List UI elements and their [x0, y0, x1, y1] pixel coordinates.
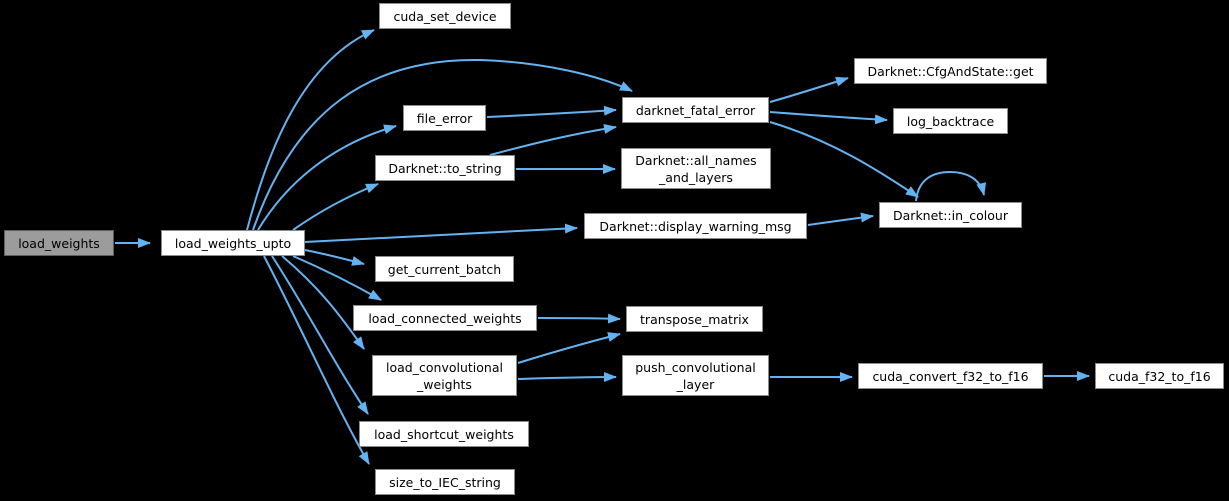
node-all-names-and-layers[interactable]: Darknet::all_names _and_layers — [621, 148, 771, 189]
edge-convolutional-to-transpose-matrix — [517, 332, 621, 364]
node-transpose-matrix[interactable]: transpose_matrix — [626, 306, 763, 332]
node-size-to-iec-string[interactable]: size_to_IEC_string — [375, 469, 515, 495]
edge-upto-to-to-string — [292, 183, 379, 231]
node-darknet-to-string[interactable]: Darknet::to_string — [375, 155, 515, 181]
edge-to-string-to-darknet-fatal-error — [489, 123, 617, 156]
edge-upto-to-display-warning-msg — [304, 223, 578, 243]
edge-upto-to-get-current-batch — [304, 249, 365, 266]
node-get-current-batch[interactable]: get_current_batch — [375, 256, 514, 282]
edge-connected-to-transpose-matrix — [537, 313, 621, 324]
node-display-warning-msg[interactable]: Darknet::display_warning_msg — [584, 213, 807, 239]
edge-upto-to-size-to-iec-string — [263, 255, 370, 465]
node-in-colour[interactable]: Darknet::in_colour — [879, 202, 1022, 228]
edge-upto-to-file-error — [257, 124, 397, 231]
edge-file-error-to-darknet-fatal-error — [486, 105, 617, 118]
node-load-connected-weights[interactable]: load_connected_weights — [353, 305, 537, 331]
node-file-error[interactable]: file_error — [403, 105, 486, 131]
node-cuda-convert-f32-to-f16[interactable]: cuda_convert_f32_to_f16 — [858, 363, 1043, 389]
edge-upto-to-cuda-set-device — [246, 29, 375, 231]
node-load-weights-upto[interactable]: load_weights_upto — [161, 230, 305, 256]
node-cfgandstate-get[interactable]: Darknet::CfgAndState::get — [854, 58, 1047, 84]
edge-display-warning-to-in-colour — [807, 212, 874, 226]
edge-upto-to-load-shortcut-weights — [271, 255, 369, 415]
node-load-convolutional-weights[interactable]: load_convolutional _weights — [372, 355, 517, 396]
node-load-shortcut-weights[interactable]: load_shortcut_weights — [359, 421, 529, 447]
edge-upto-to-darknet-fatal-error — [252, 58, 633, 231]
edge-upto-to-load-connected-weights — [292, 255, 382, 301]
edge-fatal-error-to-in-colour — [769, 121, 919, 198]
edge-upto-to-load-convolutional-weights — [281, 255, 365, 350]
node-cuda-set-device[interactable]: cuda_set_device — [379, 3, 511, 29]
node-darknet-fatal-error[interactable]: darknet_fatal_error — [622, 97, 769, 123]
node-push-convolutional-layer[interactable]: push_convolutional _layer — [622, 355, 769, 396]
edge-fatal-error-to-cfgandstate-get — [769, 76, 849, 103]
edge-convolutional-to-push-layer — [517, 372, 617, 383]
node-load-weights: load_weights — [4, 230, 114, 256]
edge-fatal-error-to-log-backtrace — [769, 111, 888, 125]
node-log-backtrace[interactable]: log_backtrace — [893, 108, 1008, 134]
node-cuda-f32-to-f16[interactable]: cuda_f32_to_f16 — [1095, 363, 1224, 389]
edge-in-colour-self-loop — [915, 170, 987, 202]
